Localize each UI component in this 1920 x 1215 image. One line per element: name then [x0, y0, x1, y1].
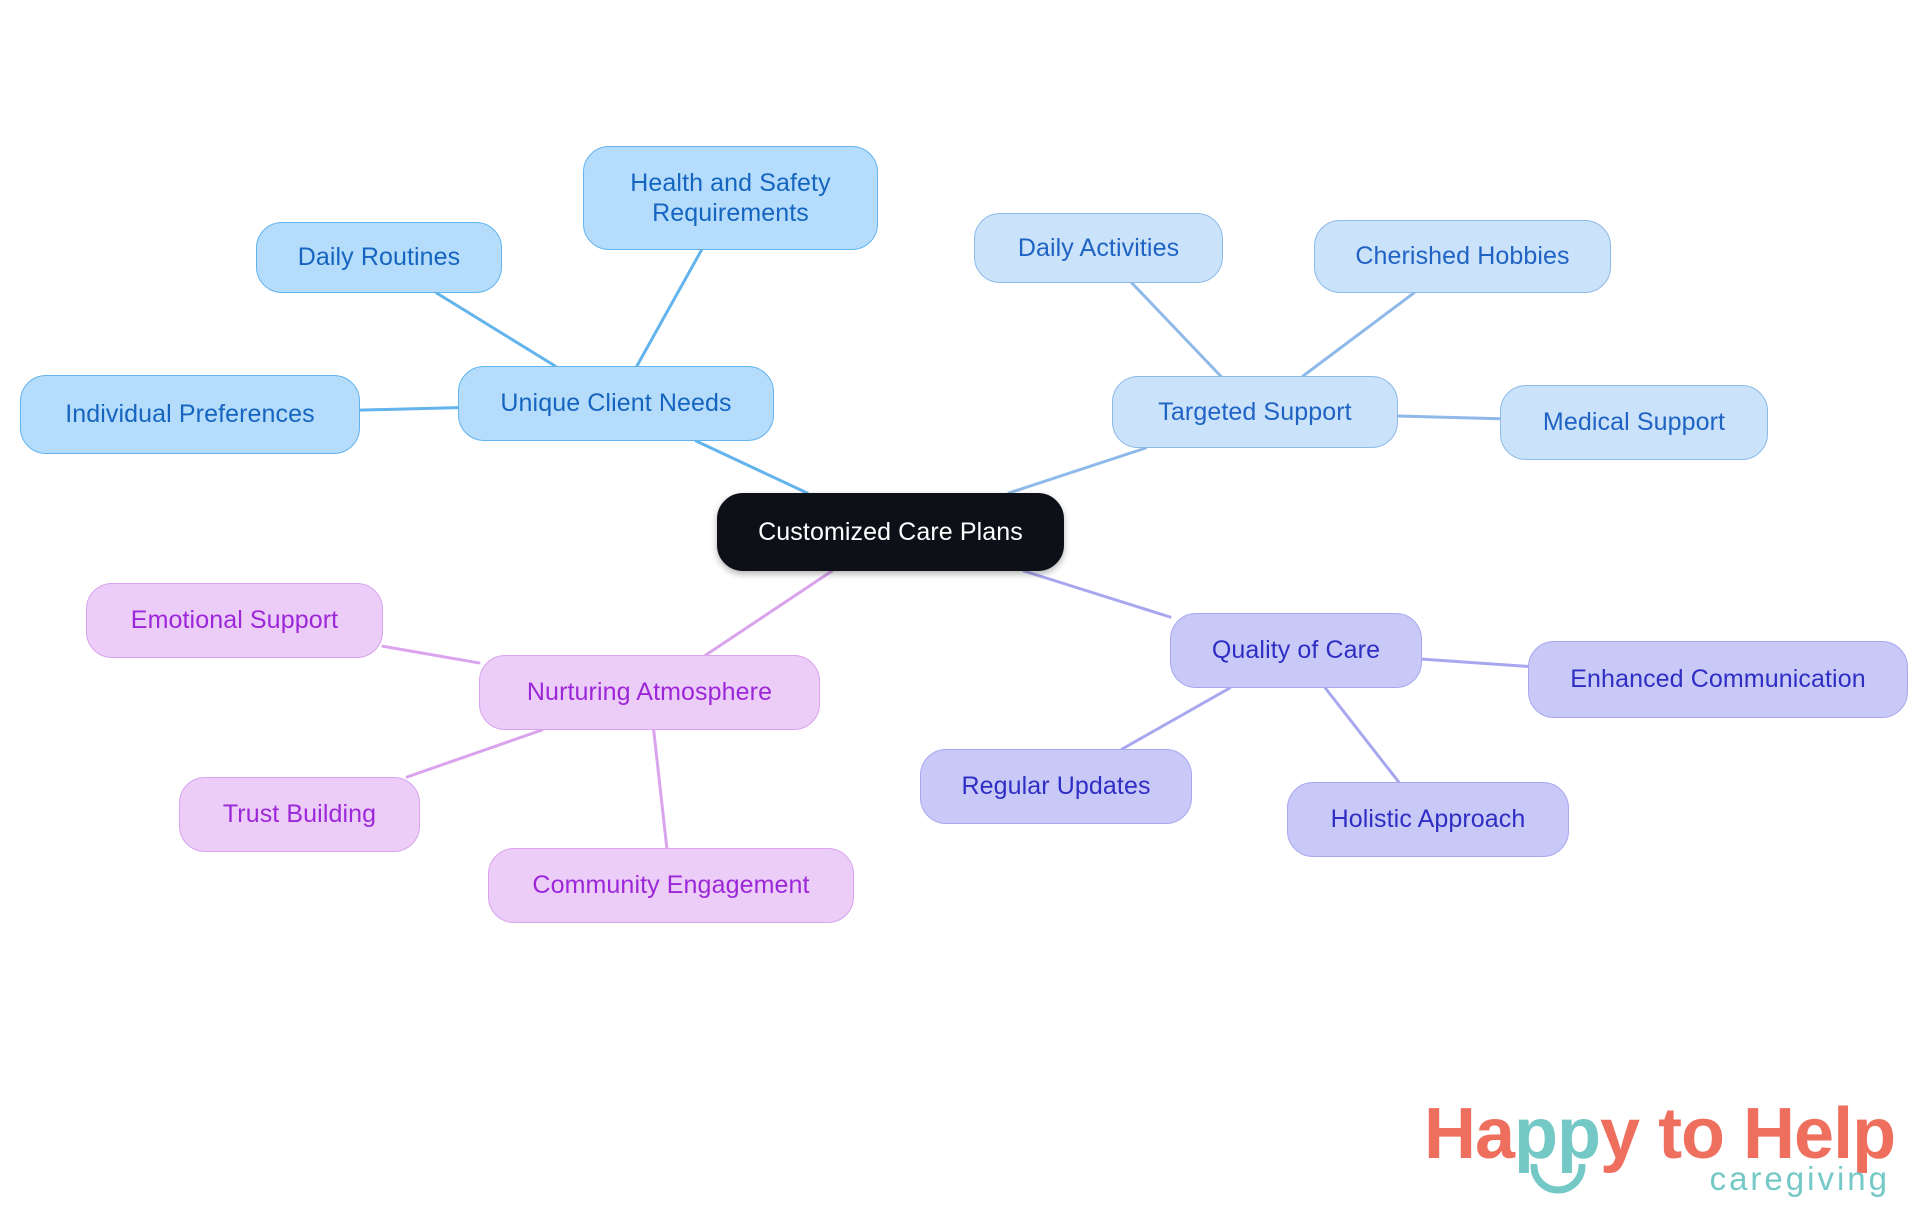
- smile-arc-icon: [1530, 1164, 1586, 1194]
- node-trust-building[interactable]: Trust Building: [179, 777, 420, 852]
- edge-root-to-quality-of-care: [1022, 569, 1172, 619]
- node-quality-of-care[interactable]: Quality of Care: [1170, 613, 1422, 688]
- edge-root-to-targeted-support: [1007, 446, 1148, 495]
- logo-wordmark: Happy to Help: [1424, 1098, 1896, 1170]
- edge-nurturing-atmosphere-to-community-engagement: [652, 728, 669, 850]
- node-cherished-hobbies[interactable]: Cherished Hobbies: [1314, 220, 1611, 293]
- node-targeted-support[interactable]: Targeted Support: [1112, 376, 1398, 448]
- node-daily-routines[interactable]: Daily Routines: [256, 222, 502, 293]
- edge-nurturing-atmosphere-to-trust-building: [405, 728, 544, 779]
- node-nurturing-atmosphere[interactable]: Nurturing Atmosphere: [479, 655, 820, 730]
- logo-text-y: y: [1600, 1094, 1640, 1174]
- node-medical-support[interactable]: Medical Support: [1500, 385, 1768, 460]
- edge-unique-client-needs-to-health-and-safety-requirements: [635, 248, 704, 368]
- brand-logo: Happy to Help caregiving: [1424, 1098, 1896, 1206]
- logo-text-to-help: to Help: [1639, 1094, 1896, 1174]
- edge-targeted-support-to-daily-activities: [1130, 281, 1223, 378]
- edge-unique-client-needs-to-daily-routines: [435, 291, 557, 368]
- node-community-engagement[interactable]: Community Engagement: [488, 848, 854, 923]
- edge-root-to-unique-client-needs: [694, 439, 809, 495]
- edge-quality-of-care-to-holistic-approach: [1323, 686, 1401, 784]
- node-unique-client-needs[interactable]: Unique Client Needs: [458, 366, 774, 441]
- edge-nurturing-atmosphere-to-emotional-support: [381, 644, 481, 665]
- edge-quality-of-care-to-regular-updates: [1120, 686, 1232, 751]
- edge-targeted-support-to-cherished-hobbies: [1301, 291, 1416, 378]
- edge-root-to-nurturing-atmosphere: [704, 569, 834, 657]
- node-enhanced-communication[interactable]: Enhanced Communication: [1528, 641, 1908, 718]
- edge-quality-of-care-to-enhanced-communication: [1420, 657, 1530, 668]
- node-individual-preferences[interactable]: Individual Preferences: [20, 375, 360, 454]
- logo-text-pp: pp: [1514, 1094, 1601, 1174]
- node-daily-activities[interactable]: Daily Activities: [974, 213, 1223, 283]
- edge-targeted-support-to-medical-support: [1396, 414, 1502, 421]
- node-emotional-support[interactable]: Emotional Support: [86, 583, 383, 658]
- root-node-root[interactable]: Customized Care Plans: [717, 493, 1064, 571]
- node-regular-updates[interactable]: Regular Updates: [920, 749, 1192, 824]
- node-holistic-approach[interactable]: Holistic Approach: [1287, 782, 1569, 857]
- node-health-and-safety-requirements[interactable]: Health and Safety Requirements: [583, 146, 878, 250]
- logo-text-ha: Ha: [1424, 1094, 1515, 1174]
- edge-unique-client-needs-to-individual-preferences: [358, 406, 460, 412]
- logo-tagline: caregiving: [1709, 1160, 1890, 1197]
